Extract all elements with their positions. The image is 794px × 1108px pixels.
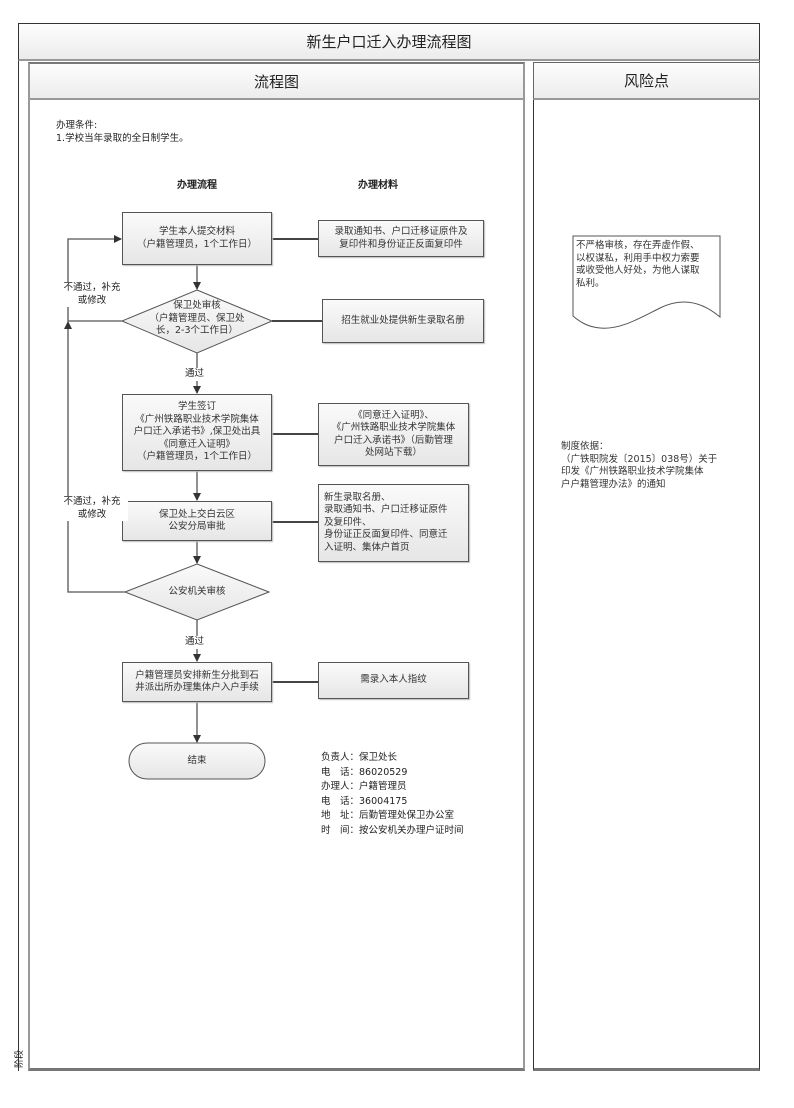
pass-label-1: 通过 xyxy=(185,368,205,381)
risk-column-title: 风险点 xyxy=(623,72,669,90)
risk-line: 私利。 xyxy=(576,277,605,289)
reject-loop-2 xyxy=(64,321,125,593)
step-line: （户籍管理员，1个工作日） xyxy=(136,238,258,250)
conditions: 办理条件: 1.学校当年录取的全日制学生。 xyxy=(56,120,189,145)
step-line: 户籍管理员安排新生分批到石 xyxy=(135,669,259,681)
step-line: 保卫处上交白云区 xyxy=(158,508,235,520)
contact-label: 时 间： xyxy=(321,824,360,836)
contact-label: 电 话： xyxy=(321,766,360,778)
step-line: 《广州铁路职业技术学院集体 xyxy=(135,413,259,425)
material-line: 招生就业处提供新生录取名册 xyxy=(341,314,465,326)
material-line: 身份证正反面复印件、同意迁 xyxy=(324,529,448,541)
contact-row: 负责人：保卫处长 xyxy=(321,751,464,766)
risk-note: 不严格审核，存在弄虚作假、 以权谋私，利用手中权力索要 或收受他人好处，为他人谋… xyxy=(576,240,721,290)
process-subhead: 办理流程 xyxy=(177,180,217,191)
material-line: 《广州铁路职业技术学院集体 xyxy=(331,422,456,433)
reject-loop-1 xyxy=(67,235,122,322)
material-line: 复印件和身份证正反面复印件 xyxy=(339,238,463,250)
material-fingerprint: 需录入本人指纹 xyxy=(318,662,469,699)
material-consent-certificate: 《同意迁入证明》、 《广州铁路职业技术学院集体 户口迁入承诺书》（后勤管理 处网… xyxy=(318,403,469,466)
material-line: 录取通知书、户口迁移证原件 xyxy=(324,504,448,516)
step-line: 《同意迁入证明》 xyxy=(158,438,235,450)
decision-police-review-text: 公安机关审核 xyxy=(125,586,269,599)
basis-line: 户户籍管理办法》的通知 xyxy=(561,478,666,490)
step-line: （户籍管理员、保卫处 xyxy=(149,312,245,324)
contact-row: 电 话：86020529 xyxy=(321,766,464,781)
risk-line: 或收受他人好处，为他人谋取 xyxy=(576,265,700,276)
reject-label-1: 不通过，补充 或修改 xyxy=(56,282,128,307)
material-line: 录取通知书、户口迁移证原件及 xyxy=(334,226,468,237)
step-line: 公安分局审批 xyxy=(168,521,226,532)
contact-value: 按公安机关办理户证时间 xyxy=(359,824,464,836)
stage-label: 阶段 xyxy=(15,1049,25,1068)
flow-column-header: 流程图 xyxy=(28,62,525,100)
step-line: 学生本人提交材料 xyxy=(158,226,235,237)
step-line: 保卫处审核 xyxy=(173,300,221,311)
risk-note-shape xyxy=(572,235,721,329)
decision-police-review xyxy=(123,563,271,621)
material-line: 户口迁入承诺书》（后勤管理 xyxy=(334,434,453,446)
material-line: 及复印件、 xyxy=(324,516,372,528)
page-title: 新生户口迁入办理流程图 xyxy=(18,23,760,61)
label-line: 不通过，补充 xyxy=(63,282,121,293)
flow-column xyxy=(28,62,525,1071)
basis-line: （广铁职院发〔2015〕038号）关于 xyxy=(561,453,718,465)
material-line: 处网站下载） xyxy=(364,447,422,458)
contact-value: 后勤管理处保卫办公室 xyxy=(359,810,455,821)
risk-column xyxy=(533,62,760,1071)
risk-line: 不严格审核，存在弄虚作假、 xyxy=(576,240,700,251)
contact-value: 保卫处长 xyxy=(359,752,398,763)
step-line: 结束 xyxy=(187,755,207,766)
step-line: （户籍管理员，1个工作日） xyxy=(136,451,258,463)
material-line: 《同意迁入证明》、 xyxy=(353,409,434,421)
decision-security-review-text: 保卫处审核 （户籍管理员、保卫处 长，2-3个工作日） xyxy=(122,300,272,338)
regulation-basis: 制度依据： （广铁职院发〔2015〕038号）关于 印发《广州铁路职业技术学院集… xyxy=(561,441,751,491)
step-submit-to-police: 保卫处上交白云区 公安分局审批 xyxy=(122,501,272,541)
contact-row: 电 话：36004175 xyxy=(321,795,464,810)
label-line: 不通过，补充 xyxy=(63,496,121,507)
contact-row: 地 址：后勤管理处保卫办公室 xyxy=(321,809,464,824)
end-terminator-text: 结束 xyxy=(129,755,265,768)
decision-security-review xyxy=(120,289,274,354)
reject-label-2: 不通过，补充 或修改 xyxy=(56,496,128,521)
label-line: 或修改 xyxy=(77,508,107,520)
material-line: 入证明、集体户首页 xyxy=(324,541,410,553)
material-line: 需录入本人指纹 xyxy=(360,674,427,686)
contact-value: 户籍管理员 xyxy=(359,781,407,792)
contact-info: 负责人：保卫处长 电 话：86020529 办理人：户籍管理员 电 话：3600… xyxy=(321,751,464,838)
step-line: 井派出所办理集体户入户手续 xyxy=(135,682,259,693)
contact-label: 电 话： xyxy=(321,795,360,807)
step-submit-materials: 学生本人提交材料 （户籍管理员，1个工作日） xyxy=(122,212,272,265)
contact-label: 负责人： xyxy=(321,752,360,763)
end-terminator xyxy=(128,742,266,780)
materials-subhead: 办理材料 xyxy=(358,180,398,191)
step-line: 户口迁入承诺书》,保卫处出具 xyxy=(133,426,261,438)
page-title-text: 新生户口迁入办理流程图 xyxy=(306,33,472,51)
step-register-household: 户籍管理员安排新生分批到石 井派出所办理集体户入户手续 xyxy=(122,662,272,702)
contact-label: 地 址： xyxy=(321,810,360,821)
contact-row: 办理人：户籍管理员 xyxy=(321,780,464,795)
contact-value: 86020529 xyxy=(359,766,408,778)
contact-value: 36004175 xyxy=(359,795,408,807)
risk-line: 以权谋私，利用手中权力索要 xyxy=(576,252,700,264)
step-line: 长，2-3个工作日） xyxy=(155,325,239,336)
basis-heading: 制度依据： xyxy=(561,441,609,452)
material-admission-roster: 招生就业处提供新生录取名册 xyxy=(322,299,484,343)
pass-label-2: 通过 xyxy=(185,636,205,649)
material-line: 新生录取名册、 xyxy=(324,491,391,503)
step-line: 学生签订 xyxy=(177,401,216,413)
conditions-heading: 办理条件: xyxy=(56,120,98,131)
step-sign-commitment: 学生签订 《广州铁路职业技术学院集体 户口迁入承诺书》,保卫处出具 《同意迁入证… xyxy=(122,394,272,471)
material-admission-docs: 录取通知书、户口迁移证原件及 复印件和身份证正反面复印件 xyxy=(318,220,484,257)
contact-row: 时 间：按公安机关办理户证时间 xyxy=(321,824,464,839)
conditions-item: 1.学校当年录取的全日制学生。 xyxy=(56,132,189,144)
label-line: 或修改 xyxy=(77,294,107,306)
step-line: 公安机关审核 xyxy=(168,586,226,597)
material-police-package: 新生录取名册、 录取通知书、户口迁移证原件 及复印件、 身份证正反面复印件、同意… xyxy=(318,484,469,562)
risk-column-header: 风险点 xyxy=(533,62,760,100)
flow-column-title: 流程图 xyxy=(253,72,299,91)
contact-label: 办理人： xyxy=(321,781,360,792)
basis-line: 印发《广州铁路职业技术学院集体 xyxy=(561,466,704,477)
